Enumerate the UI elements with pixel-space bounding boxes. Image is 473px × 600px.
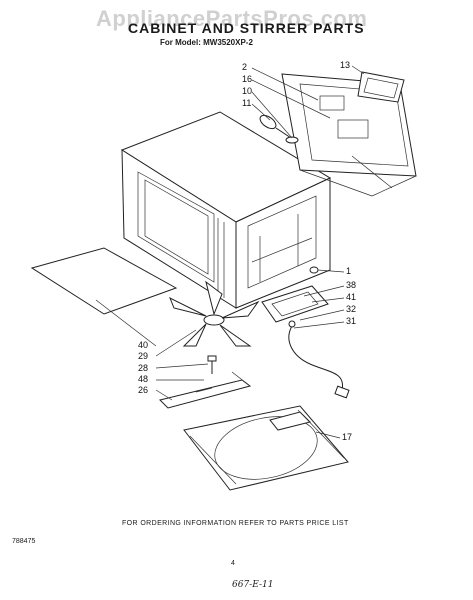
- callout-10: 10: [242, 86, 253, 96]
- callout-29: 29: [138, 351, 149, 361]
- leader-lines: [95, 65, 365, 439]
- ordering-info-note: FOR ORDERING INFORMATION REFER TO PARTS …: [122, 520, 349, 527]
- page-number: 4: [231, 560, 235, 567]
- model-line: For Model: MW3520XP-2: [160, 38, 253, 47]
- shelf-sheet: [30, 247, 178, 315]
- callout-26: 26: [138, 385, 149, 395]
- power-cord: [288, 320, 350, 399]
- lamp-tray: [261, 266, 329, 323]
- callout-38: 38: [346, 280, 357, 290]
- stirrer-blade: [169, 280, 260, 347]
- document-code: 788475: [12, 538, 36, 545]
- callout-16: 16: [242, 74, 253, 84]
- callout-17: 17: [342, 432, 353, 442]
- handwritten-note: 667-E-11: [232, 580, 274, 590]
- callout-11: 11: [242, 98, 252, 108]
- diagram-title: CABINET AND STIRRER PARTS: [128, 20, 365, 36]
- watermark: AppliancePartsPros.com: [96, 6, 368, 31]
- cover-plate: [357, 71, 405, 103]
- stirrer-motor: [259, 114, 299, 144]
- callout-31: 31: [346, 316, 357, 326]
- callout-28: 28: [138, 363, 149, 373]
- callout-2: 2: [242, 62, 248, 72]
- callout-13: 13: [340, 60, 351, 70]
- callout-48: 48: [138, 374, 149, 384]
- stirrer-bracket: [159, 371, 252, 409]
- callout-1: 1: [346, 266, 352, 276]
- callout-41: 41: [346, 292, 357, 302]
- base-plate: [183, 405, 349, 491]
- callout-32: 32: [346, 304, 357, 314]
- callout-40: 40: [138, 340, 149, 350]
- screw: [207, 355, 217, 374]
- cabinet-wrapper: [120, 111, 332, 309]
